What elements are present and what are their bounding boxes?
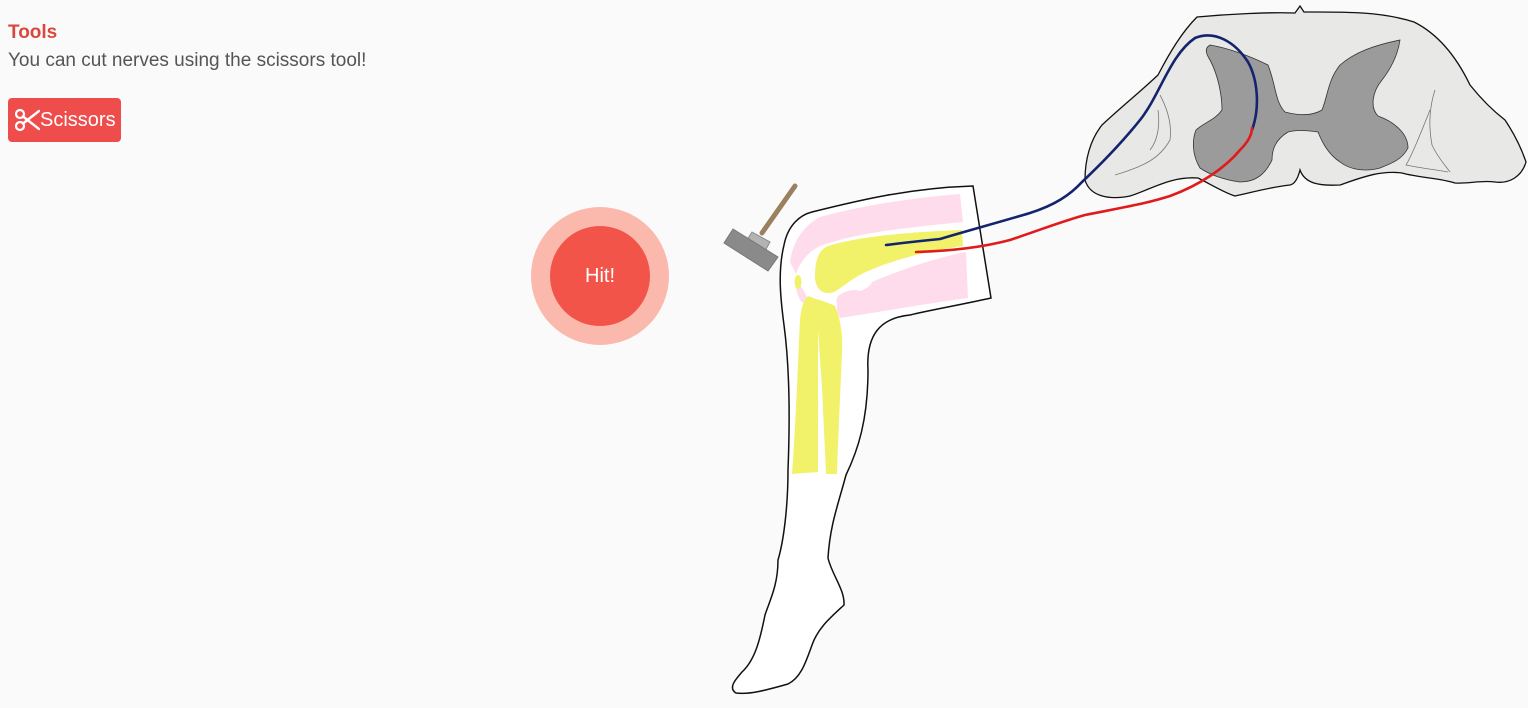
- patella-bone: [794, 275, 802, 289]
- scissors-icon: [14, 107, 40, 133]
- femur-bone: [815, 230, 963, 294]
- knee-capsule: [836, 290, 866, 312]
- quadriceps-muscle: [790, 194, 963, 274]
- hamstring-muscle: [836, 252, 968, 318]
- tools-title: Tools: [8, 22, 58, 43]
- dorsal-root-right: [1405, 89, 1451, 173]
- hit-button[interactable]: Hit!: [550, 226, 650, 326]
- efferent-nerve[interactable]: [914, 126, 1254, 254]
- afferent-nerve[interactable]: [884, 34, 1259, 247]
- spinal-gray-matter: [1192, 39, 1409, 183]
- tools-description: You can cut nerves using the scissors to…: [8, 50, 367, 71]
- scissors-label: Scissors: [40, 108, 116, 131]
- tibia-bone: [792, 296, 843, 474]
- spinal-cord-cross-section: [1084, 4, 1527, 199]
- scissors-button[interactable]: Scissors: [8, 98, 121, 142]
- reflex-hammer-icon[interactable]: [723, 183, 798, 272]
- tools-panel: Tools You can cut nerves using the sciss…: [8, 20, 366, 74]
- dorsal-root-left: [1114, 94, 1171, 176]
- leg-outline: [731, 185, 992, 695]
